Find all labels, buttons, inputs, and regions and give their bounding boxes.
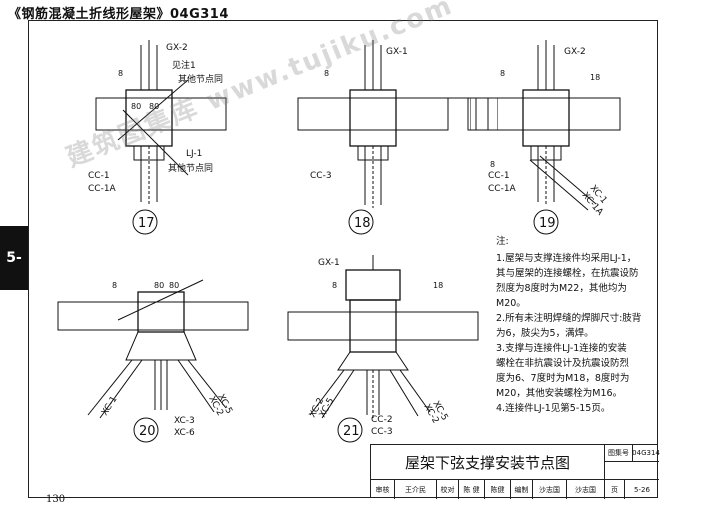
weld-size-20: 8 <box>112 281 117 290</box>
atlas-header-title: 《钢筋混凝土折线形屋架》04G314 <box>8 7 229 22</box>
note-line: 1.屋架与支撑连接件均采用LJ-1， <box>496 253 637 264</box>
note-line: 3.支撑与连接件LJ-1连接的安装 <box>496 343 627 354</box>
note-line: 4.连接件LJ-1见第5-15页。 <box>496 403 611 414</box>
label-note1-17: 见注1 <box>172 59 196 71</box>
label-xc1-20: XC-1 <box>100 395 119 418</box>
design-signature: 沙志国 <box>567 480 605 499</box>
check-label: 校对 <box>437 480 459 499</box>
detail-20 <box>57 279 249 443</box>
label-xc3-20: XC-3 <box>174 416 195 426</box>
weld-18-21: 18 <box>433 281 443 290</box>
dim-80b-20: 80 <box>169 281 179 290</box>
review-label: 审核 <box>371 480 395 499</box>
drawing-title: 屋架下弦支撑安装节点图 <box>371 445 605 480</box>
label-gx1-21: GX-1 <box>318 258 340 268</box>
label-other-nodes-17a: 其他节点同 <box>178 73 223 85</box>
note-line: 度为6、7度时为M18，8度时为 <box>496 373 630 384</box>
title-block-blank-cell <box>605 462 659 480</box>
detail-number-21: 21 <box>343 424 360 439</box>
label-gx2-17: GX-2 <box>166 43 188 53</box>
label-cc1a-19: CC-1A <box>488 184 517 194</box>
note-line: 2.所有未注明焊缝的焊脚尺寸:肢背 <box>496 313 642 324</box>
detail-19-svg: GX-2 18 8 CC-1 CC-1A XC-1 XC-1A 8 19 <box>470 40 621 235</box>
note-line: 螺栓在非抗震设计及抗震设防烈 <box>496 358 630 369</box>
signature-row: 审核 王介民 校对 陈 健 陈健 编制 沙志国 沙志国 页 5-26 <box>371 480 659 499</box>
label-cc3-21: CC-3 <box>371 427 393 437</box>
title-block: 屋架下弦支撑安装节点图 图集号 04G314 审核 王介民 校对 陈 健 陈健 … <box>370 444 660 499</box>
label-cc1a-17: CC-1A <box>88 184 117 194</box>
label-cc1-17: CC-1 <box>88 171 110 181</box>
detail-18 <box>297 40 449 235</box>
review-signature: 王介民 <box>395 480 437 499</box>
weld-18-19: 18 <box>590 73 600 82</box>
dim-80b-17: 80 <box>149 102 159 111</box>
weld-8-19: 8 <box>490 160 495 169</box>
dim-80a-17: 80 <box>131 102 141 111</box>
note-line: 烈度为8度时为M22，其他均为 <box>496 283 627 294</box>
weld-size-19: 8 <box>500 69 505 78</box>
dim-80a-20: 80 <box>154 281 164 290</box>
label-gx2-19: GX-2 <box>564 47 586 57</box>
detail-number-18: 18 <box>354 216 371 231</box>
notes-block: 注: 1.屋架与支撑连接件均采用LJ-1， 其与屋架的连接螺栓，在抗震设防 烈度… <box>496 234 656 416</box>
page-value: 5-26 <box>634 485 650 494</box>
detail-drawings: GX-2 见注1 其他节点同 LJ-1 其他节点同 CC-1 CC-1A 8 8… <box>57 40 498 443</box>
atlas-number-value: 04G314 <box>632 445 660 462</box>
check-name: 陈 健 <box>459 480 485 499</box>
chapter-side-tab: 5- <box>0 226 28 290</box>
detail-17 <box>95 40 227 235</box>
detail-21 <box>287 255 479 443</box>
note-line: M20，其他安装螺栓为M16。 <box>496 388 623 399</box>
label-xc6-20: XC-6 <box>174 428 195 438</box>
note-line: M20。 <box>496 298 526 309</box>
detail-number-20: 20 <box>139 424 156 439</box>
design-label: 编制 <box>511 480 533 499</box>
drawing-sheet-border <box>28 20 658 498</box>
label-other-nodes-17b: 其他节点同 <box>168 162 213 174</box>
atlas-number-label: 图集号 <box>605 445 633 462</box>
detail-number-19: 19 <box>539 216 556 231</box>
weld-size-21: 8 <box>332 281 337 290</box>
weld-size-18: 8 <box>324 69 329 78</box>
weld-size-17: 8 <box>118 69 123 78</box>
detail-number-17: 17 <box>138 216 155 231</box>
note-line: 为6，肢尖为5，满焊。 <box>496 328 594 339</box>
note-line: 其与屋架的连接螺栓，在抗震设防 <box>496 268 639 279</box>
label-lj1-17: LJ-1 <box>186 149 202 159</box>
label-cc2-21: CC-2 <box>371 415 393 425</box>
notes-heading: 注: <box>496 236 509 247</box>
check-signature: 陈健 <box>485 480 511 499</box>
page-label: 页 <box>605 480 625 499</box>
label-cc1-19: CC-1 <box>488 171 510 181</box>
label-cc3-18: CC-3 <box>310 171 332 181</box>
design-name: 沙志国 <box>533 480 567 499</box>
page-number: 130 <box>46 494 66 505</box>
label-gx1-18: GX-1 <box>386 47 408 57</box>
